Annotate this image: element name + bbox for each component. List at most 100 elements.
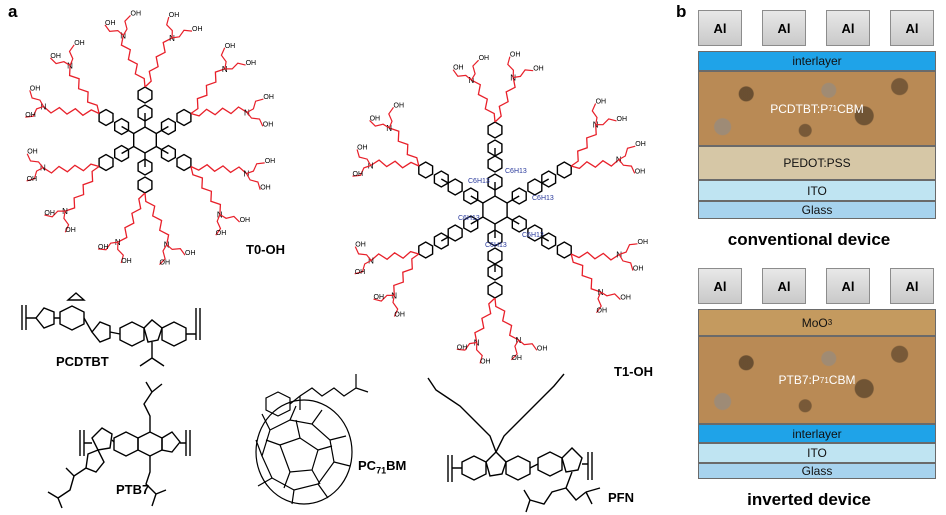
t1-arm-3-chain-b — [474, 297, 496, 343]
t1-arm-2-chain-b — [570, 253, 601, 293]
conventional-device-caption: conventional device — [727, 230, 891, 249]
t1-arm-4-oh-chain-2-a — [373, 294, 395, 302]
t0-arm-5-oh-chain-2-b — [68, 44, 75, 66]
t0-arm-4-oh-chain-1-b — [26, 167, 44, 182]
t0-arm-4-ring-a-0 — [113, 144, 130, 163]
t1-arm-0-ring-b-0 — [487, 155, 503, 173]
t0-arm-0-oh-chain-2-a — [122, 14, 131, 36]
t1-arm-4-hexyl-0: C6H13 — [458, 215, 480, 222]
conventional-al-electrode-1: Al — [698, 10, 742, 46]
t1-arm-3-oh-1-b: OH — [480, 358, 491, 365]
t0-arm-2-oh-chain-1-a — [246, 162, 265, 175]
t1-arm-4-oh-1-b: OH — [355, 269, 366, 276]
t0-arm-0-ring-b-0 — [137, 86, 153, 104]
t0-arm-0-oh-chain-1-b — [166, 16, 173, 38]
t1-arm-5-n-b: N — [386, 124, 392, 133]
t1-arm-0-ring-a-0 — [487, 173, 503, 191]
t1-arm-1-ring-a-1 — [541, 170, 557, 188]
conventional-al-electrode-4: Al — [890, 10, 934, 46]
t1-arm-0-oh-1-b: OH — [510, 52, 521, 59]
t0-arm-0-oh-1-b: OH — [169, 12, 180, 19]
t0-arm-1-oh-chain-2-a — [224, 62, 246, 70]
t0-arm-4-chain-a — [64, 165, 100, 212]
t1-arm-0-hexyl-0: C6H13 — [505, 168, 527, 175]
t0-arm-2-chain-b — [190, 166, 222, 215]
panel-b-label: b — [676, 2, 687, 21]
conventional-pedot-pss-layer: PEDOT:PSS — [698, 146, 936, 180]
t0-arm-0-oh-1-a: OH — [105, 20, 116, 27]
t1-arm-1-oh-2-a: OH — [617, 116, 628, 123]
inverted-glass-layer: Glass — [698, 463, 936, 479]
t0-core-ring — [132, 126, 158, 154]
t0-arm-2-oh-chain-1-b — [219, 213, 241, 223]
inverted-interlayer: interlayer — [698, 424, 936, 443]
inverted-ito-layer: ITO — [698, 443, 936, 463]
t0-arm-5-oh-2-b: OH — [74, 40, 85, 47]
t0-arm-2-oh-1-b: OH — [240, 217, 251, 224]
t0-arm-0-oh-chain-1-a — [104, 24, 124, 36]
t1-arm-5-ring-a-0 — [463, 187, 479, 205]
inverted-moo3-sub: 3 — [827, 318, 833, 327]
t1-arm-3-ring-a-1 — [487, 263, 503, 281]
t0-arm-0-ring-a-0 — [137, 104, 153, 122]
t1-arm-3-ring-a-0 — [487, 229, 503, 247]
panel-a-label: a — [8, 2, 18, 21]
t1-arm-3-ring-b-1 — [487, 281, 503, 299]
t1-arm-2-oh-2-b: OH — [597, 308, 608, 315]
t0-arm-5-ring-b-0 — [98, 108, 114, 127]
t1-arm-0-n-a: N — [468, 76, 474, 85]
t0-arm-1-oh-chain-1-a — [220, 47, 227, 69]
t0-arm-2-chain-a — [190, 163, 247, 175]
conventional-active-sub: 71 — [828, 104, 838, 113]
t0-arm-5-oh-chain-2-a — [29, 90, 45, 107]
t1-arm-1-hexyl-0: C6H13 — [532, 195, 554, 202]
t1-arm-4-oh-chain-2-b — [354, 246, 372, 261]
t0-arm-2-bond-0 — [155, 145, 169, 155]
t1-arm-0-oh-2-a: OH — [479, 55, 490, 62]
t0-arm-4-chain-b — [42, 163, 100, 174]
ptb7-structure — [47, 381, 191, 509]
conventional-ito-layer: ITO — [698, 180, 936, 201]
inverted-al-electrode-3: Al — [826, 268, 870, 304]
t1-arm-5-oh-2-b: OH — [394, 102, 405, 109]
t0-arm-5-oh-2-a: OH — [30, 85, 41, 92]
t1-arm-1-oh-chain-1-b — [618, 145, 636, 161]
t0-arm-3-ring-a-0 — [137, 158, 153, 176]
t0-arm-0-oh-chain-2-b — [172, 29, 193, 39]
t1-arm-4-bond-0 — [470, 216, 484, 225]
t1-arm-4-ring-b-1 — [418, 241, 434, 259]
t1-arm-4-ring-a-1 — [433, 232, 449, 250]
t0-arm-3-oh-1-b: OH — [121, 258, 132, 265]
conventional-al-electrode-3: Al — [826, 10, 870, 46]
t0-arm-4-oh-2-b: OH — [27, 149, 38, 156]
t0-oh-label: T0-OH — [246, 242, 285, 257]
t1-oh-molecule: C6H13NOHOHNOHOHC6H13NOHOHNOHOHC6H13NOHOH… — [352, 52, 648, 365]
t1-arm-0-chain-b — [494, 77, 516, 123]
t0-oh-molecule: NOHOHNOHOHNOHOHNOHOHNOHOHNOHOHNOHOHNOHOH… — [25, 10, 275, 267]
t0-arm-0-oh-2-b: OH — [192, 26, 203, 33]
t0-arm-1-oh-chain-2-b — [246, 112, 264, 127]
inverted-active-end: CBM — [828, 373, 856, 387]
t1-core-ring — [482, 195, 508, 225]
t1-arm-0-ring-b-1 — [487, 121, 503, 139]
t0-arm-4-oh-1-a: OH — [65, 227, 76, 234]
t0-arm-5-ring-a-0 — [113, 117, 130, 136]
pcdtbt-label: PCDTBT — [56, 354, 109, 369]
t1-arm-5-chain-b — [389, 127, 420, 167]
t1-arm-4-bond-1 — [440, 236, 449, 242]
inverted-moo3-main: MoO — [801, 315, 828, 330]
t1-arm-3-oh-chain-2-b — [456, 341, 477, 351]
t1-arm-4-oh-2-b: OH — [355, 242, 366, 249]
t0-arm-3-oh-chain-2-b — [97, 241, 118, 251]
t1-arm-3-oh-chain-1-a — [518, 339, 538, 351]
t1-arm-2-ring-b-1 — [556, 241, 572, 259]
t0-arm-2-ring-a-0 — [160, 144, 177, 163]
pc71bm-label: PC71BM — [358, 458, 406, 476]
t1-arm-2-oh-chain-1-a — [619, 243, 638, 256]
t1-arm-5-ring-a-1 — [433, 170, 449, 188]
t1-arm-1-ring-b-0 — [527, 178, 543, 196]
inverted-active-main: PTB7:P — [778, 373, 820, 387]
t0-arm-1-oh-1-b: OH — [263, 94, 274, 101]
conventional-active-main: PCDTBT:P — [770, 101, 829, 116]
